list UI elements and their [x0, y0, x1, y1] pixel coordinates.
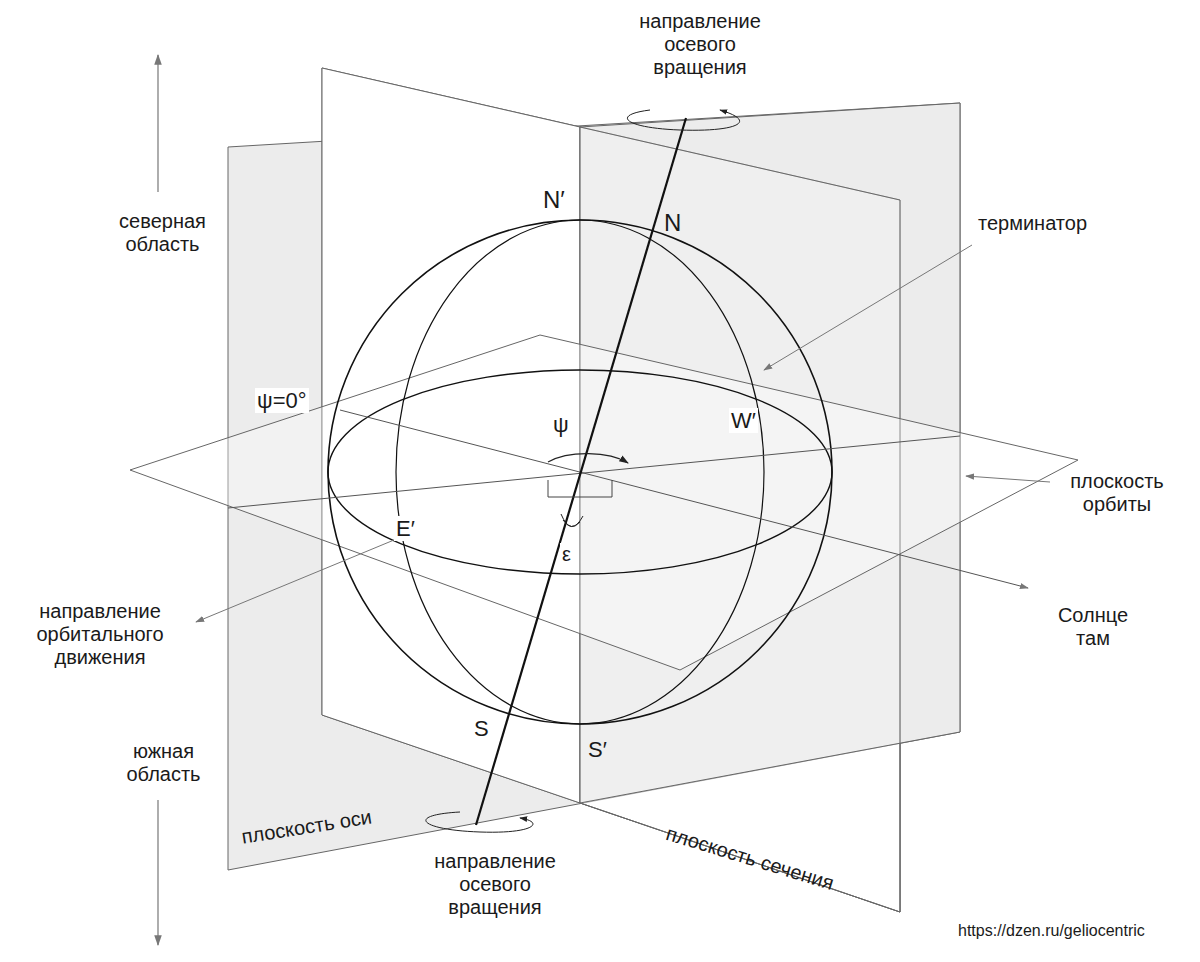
callout-label: направление орбитального движения	[20, 600, 180, 669]
angle-label: ψ	[551, 412, 571, 437]
pole-label: S′	[588, 737, 607, 762]
callout-label: Солнце там	[1048, 604, 1138, 650]
callout-label: плоскость орбиты	[1052, 470, 1182, 516]
pole-label: N	[664, 209, 681, 237]
pole-label: N′	[543, 186, 565, 214]
angle-label: ψ=0°	[255, 388, 309, 413]
psi-arc	[548, 454, 628, 463]
sun-direction	[340, 410, 1028, 588]
region-label: южная область	[106, 740, 221, 786]
angle-label: ε	[560, 543, 573, 566]
orbit-plane	[130, 335, 1078, 670]
region-label: северная область	[100, 210, 225, 256]
watermark: https://dzen.ru/geliocentric	[958, 922, 1145, 940]
rotation-axis	[476, 118, 686, 825]
rotation-direction-label: направление осевого вращения	[630, 10, 770, 79]
pole-label: S	[474, 716, 489, 741]
point-label: E′	[394, 516, 417, 541]
callout-label: терминатор	[978, 212, 1087, 235]
point-label: W′	[729, 408, 758, 433]
rotation-direction-label: направление осевого вращения	[425, 850, 565, 919]
